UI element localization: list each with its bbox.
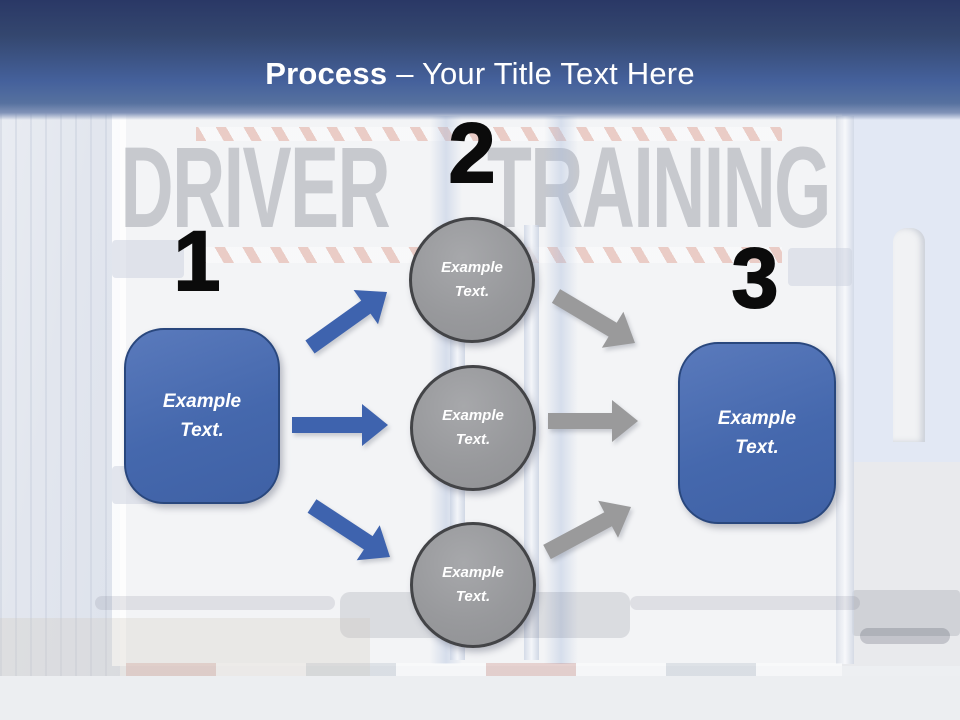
gray-arrow-bottom <box>543 500 631 560</box>
process-box-step3: Example Text. <box>678 342 836 524</box>
slide-title: Process– Your Title Text Here <box>0 54 960 94</box>
process-circle-middle: Example Text. <box>410 365 536 491</box>
slide-title-subtitle: – Your Title Text Here <box>396 56 695 91</box>
gray-arrow-middle <box>548 400 638 442</box>
process-circle-bottom: Example Text. <box>410 522 536 648</box>
gray-arrow-top <box>551 289 635 348</box>
slide-title-keyword: Process <box>265 56 388 91</box>
step-number-3: 3 <box>731 231 780 325</box>
process-circle-top: Example Text. <box>409 217 535 343</box>
process-box-step1: Example Text. <box>124 328 280 504</box>
header-band <box>0 0 960 120</box>
step-number-1: 1 <box>173 214 222 308</box>
blue-arrow-top <box>305 290 387 354</box>
step-number-2: 2 <box>448 106 497 200</box>
blue-arrow-middle <box>292 404 388 446</box>
blue-arrow-bottom <box>307 499 390 561</box>
